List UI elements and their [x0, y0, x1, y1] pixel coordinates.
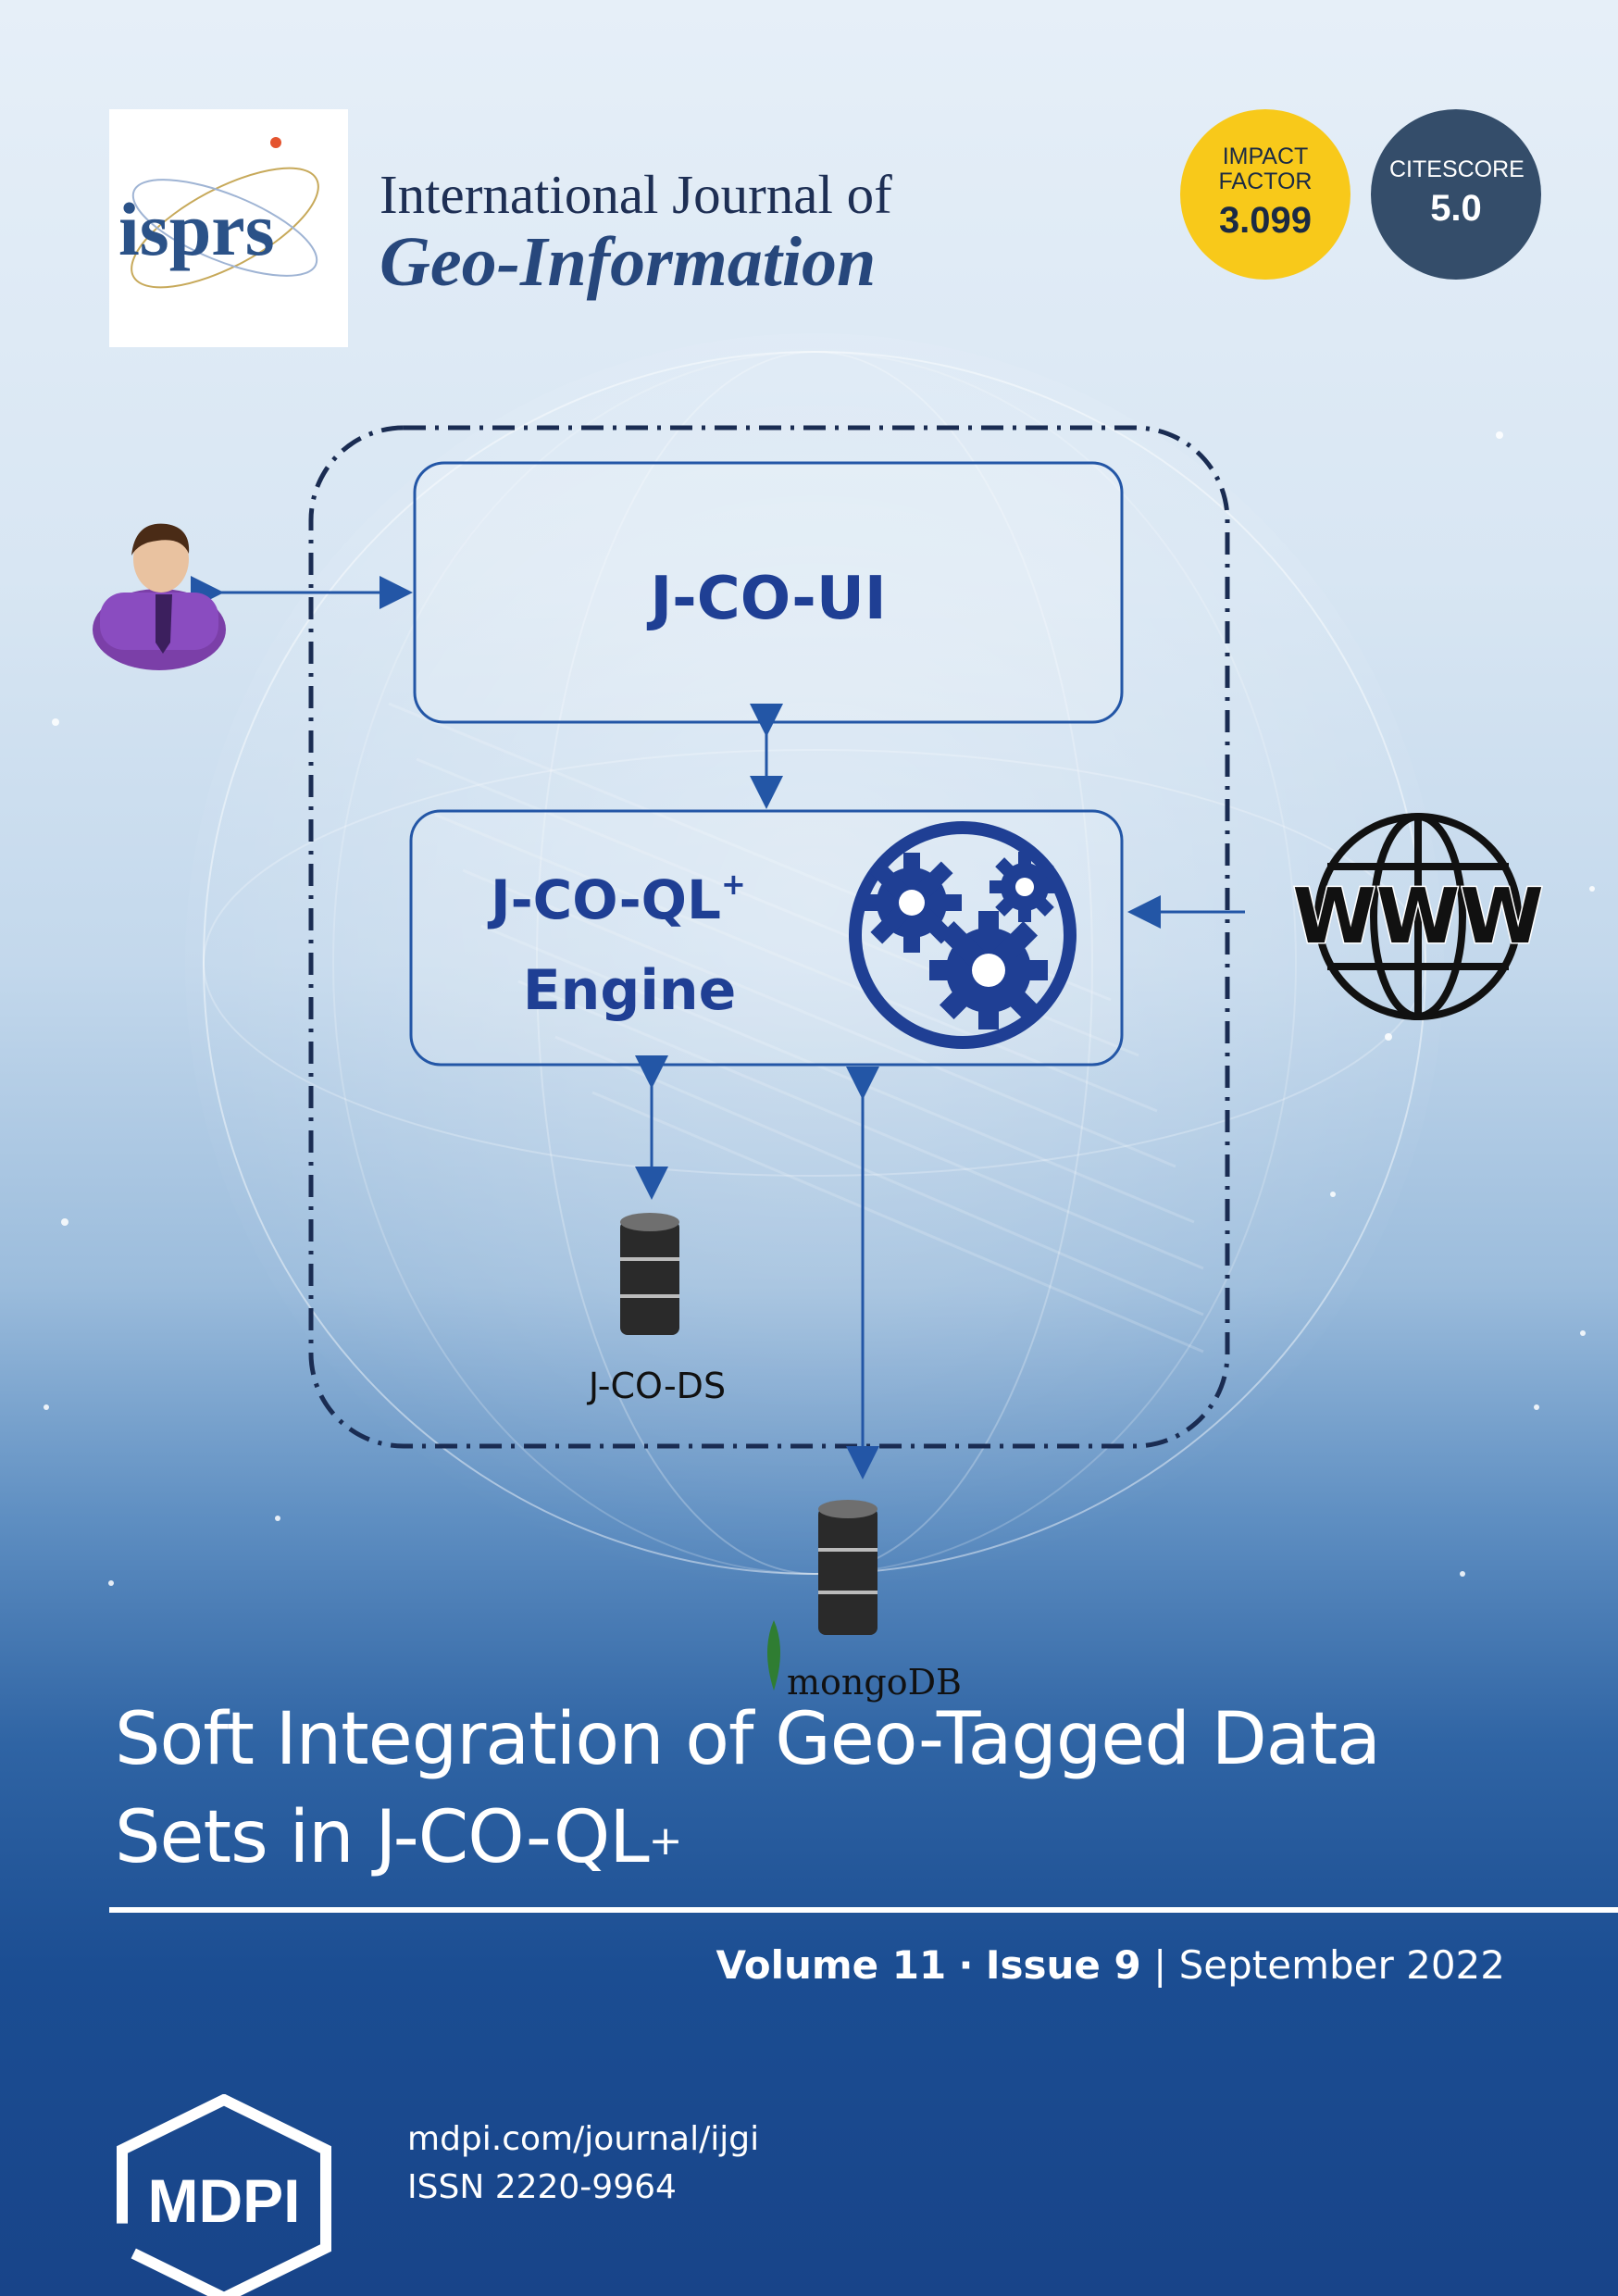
engine-label-line1: J-CO-QL+ [487, 867, 746, 931]
isprs-logo: isprs [109, 109, 348, 347]
article-title: Soft Integration of Geo-Tagged Data Sets… [115, 1691, 1559, 1887]
ui-box-label: J-CO-UI [646, 565, 886, 633]
impact-factor-value: 3.099 [1218, 200, 1313, 241]
impact-factor-badge: IMPACT FACTOR 3.099 [1180, 109, 1350, 280]
mongodb-leaf-icon [767, 1620, 780, 1691]
local-store-label: J-CO-DS [587, 1366, 726, 1406]
issue-info: Volume 11 · Issue 9 | September 2022 [716, 1942, 1506, 1988]
mdpi-logo-text: MDPI [148, 2166, 301, 2235]
www-label: WWW [1292, 873, 1543, 961]
article-title-sup: + [648, 1817, 683, 1865]
user-icon [93, 523, 226, 670]
journal-title-line1: International Journal of [380, 164, 892, 225]
journal-url[interactable]: mdpi.com/journal/ijgi [407, 2120, 760, 2158]
gears-icon [849, 821, 1077, 1049]
issue-divider: | [1153, 1942, 1167, 1988]
citescore-label: CITESCORE [1389, 156, 1525, 182]
article-title-line1: Soft Integration of Geo-Tagged Data [115, 1698, 1381, 1781]
isprs-logo-icon: isprs [118, 137, 319, 289]
title-divider [109, 1907, 1618, 1913]
database-icon [620, 1213, 679, 1335]
mdpi-logo: MDPI [117, 2094, 331, 2296]
system-boundary [308, 425, 1230, 1449]
impact-factor-label: IMPACT FACTOR [1218, 144, 1313, 194]
architecture-diagram: J-CO-UI J-CO-QL+ Engine [93, 425, 1545, 1703]
isprs-logo-text: isprs [118, 187, 275, 271]
issue-number: Issue 9 [985, 1942, 1141, 1988]
article-title-line2: Sets in J-CO-QL [115, 1796, 650, 1879]
citescore-badge: CITESCORE 5.0 [1371, 109, 1541, 280]
issue-separator: · [958, 1942, 974, 1988]
issn-label: ISSN 2220-9964 [407, 2168, 677, 2206]
journal-title-line2: Geo-Information [380, 223, 877, 301]
volume-label: Volume 11 [716, 1942, 947, 1988]
issue-date: September 2022 [1178, 1942, 1505, 1988]
globe-www-icon [1314, 813, 1522, 1020]
citescore-value: 5.0 [1430, 188, 1482, 229]
db-label: mongoDB [787, 1662, 962, 1703]
engine-label-sup: + [721, 867, 746, 902]
engine-label-main: J-CO-QL [487, 868, 721, 931]
mongodb-database-icon [818, 1500, 877, 1635]
engine-label-line2: Engine [523, 958, 737, 1023]
